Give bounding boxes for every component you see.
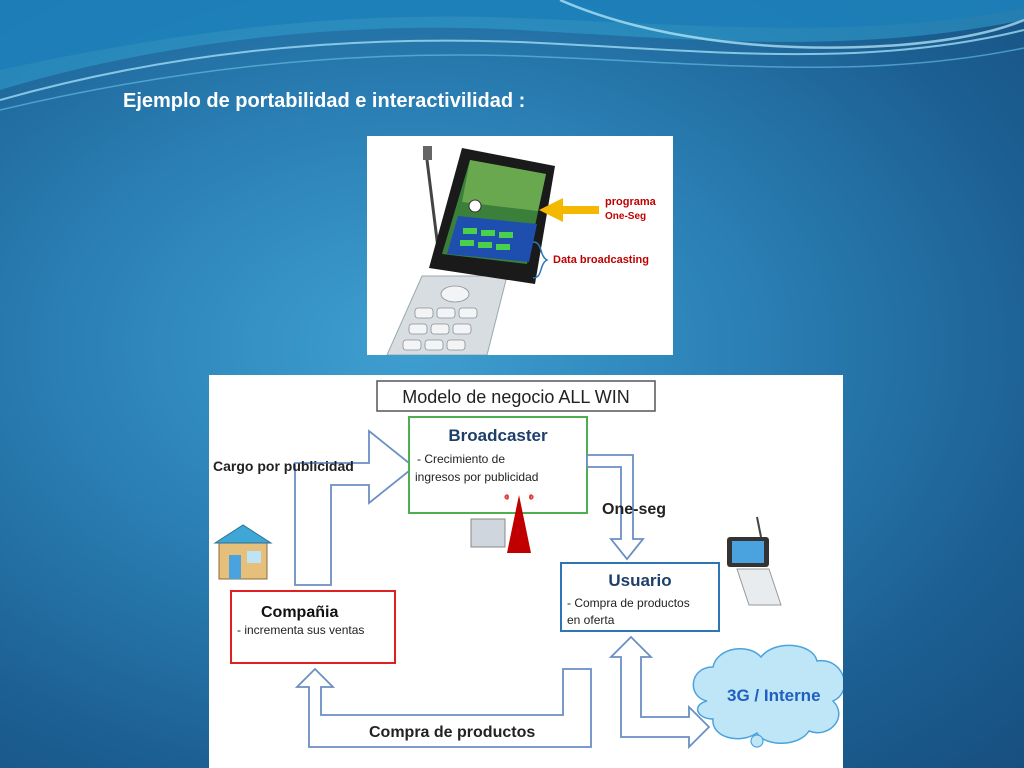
internet-cloud [692,644,843,744]
arrow-advertising-label: Cargo por publicidad [213,458,354,474]
phone-figure: programa One-Seg Data broadcasting [367,136,673,355]
brace [532,241,549,279]
broadcaster-box [408,416,588,514]
ball-icon [468,199,482,213]
business-model-diagram: Modelo de negocio ALL WIN Cargo por publ… [209,375,843,768]
data-grid [460,228,513,250]
video-area [462,160,546,211]
arrow-purchase [294,667,592,748]
broadcaster-name: Broadcaster [448,426,548,445]
arrow-advertising [294,429,416,586]
slide-title: Ejemplo de portabilidad e interactivilid… [123,90,526,112]
mini-phone-icon [727,516,782,606]
diagram-title: Modelo de negocio ALL WIN [402,387,629,407]
company-line1: - incrementa sus ventas [237,623,364,637]
broadcaster-line1: - Crecimiento de [417,452,505,466]
company-box [230,590,396,664]
annotation-data-broadcasting: Data broadcasting [553,254,649,266]
antenna-tip [423,146,432,160]
data-broadcast-area [447,216,537,262]
annotation-oneseg: One-Seg [605,211,646,222]
arrow-purchase-label: Compra de productos [369,724,535,741]
arrow-oneseg-label: One-seg [602,501,666,518]
cloud-label: 3G / Interne [727,686,821,705]
annotation-program: programa [605,196,657,208]
user-line1: - Compra de productos [567,596,690,610]
header-waves [0,0,1024,111]
pointer-arrow [539,198,599,222]
company-name: Compañia [261,604,338,621]
user-line2: en oferta [567,613,615,627]
user-box [560,562,720,632]
keypad [402,285,478,351]
user-name: Usuario [608,571,671,590]
broadcaster-line2: ingresos por publicidad [415,470,538,484]
diagram-title-box [376,380,656,412]
arrow-oneseg [586,454,645,561]
shop-icon [213,524,273,580]
tower-icon [470,494,534,553]
arrow-internet [608,635,711,750]
phone-illustration: programa One-Seg Data broadcasting [386,146,657,355]
cloud-bubble [750,734,764,748]
